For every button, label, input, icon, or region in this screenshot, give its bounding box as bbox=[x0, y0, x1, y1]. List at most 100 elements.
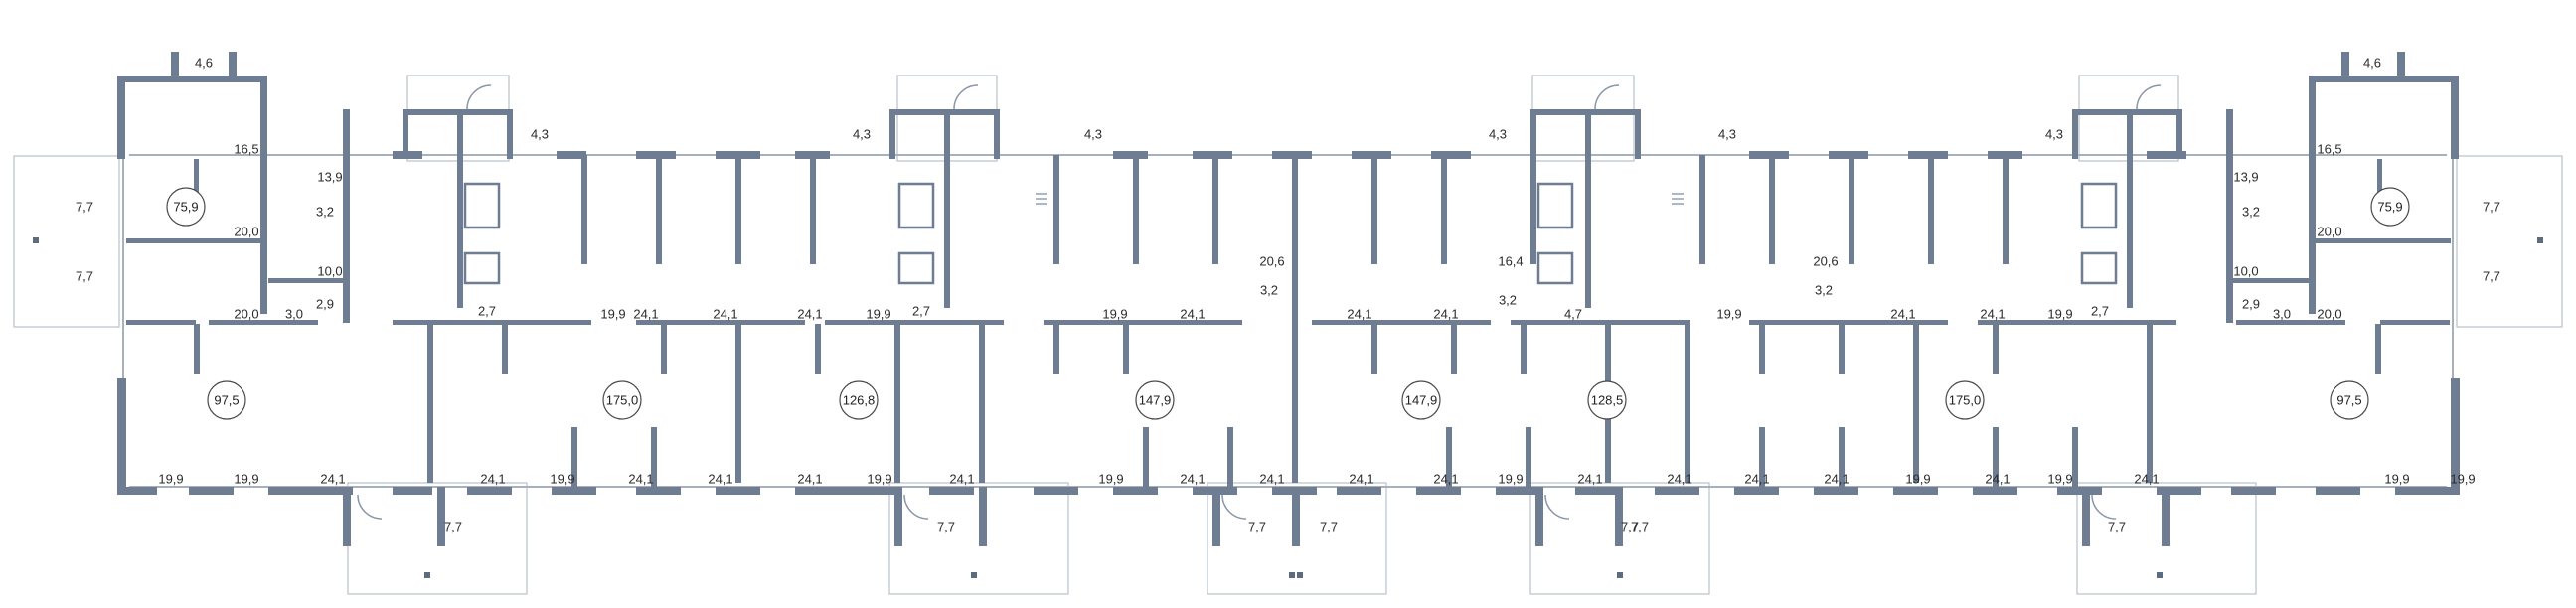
room-area-value: 126,8 bbox=[843, 393, 876, 408]
area-label: 3,0 bbox=[2273, 307, 2291, 322]
area-label: 7,7 bbox=[76, 269, 93, 284]
area-label: 4,3 bbox=[531, 127, 549, 142]
area-label: 7,7 bbox=[1320, 520, 1338, 534]
area-label: 20,0 bbox=[2317, 307, 2341, 322]
room-area-circle bbox=[1135, 380, 1175, 420]
area-label: 19,9 bbox=[2450, 472, 2475, 487]
area-label: 24,1 bbox=[1824, 472, 1849, 487]
area-label: 24,1 bbox=[1180, 307, 1205, 322]
area-label: 2,9 bbox=[2242, 297, 2260, 312]
area-label: 2,7 bbox=[2091, 304, 2109, 319]
area-label: 3,2 bbox=[2242, 205, 2260, 220]
room-area-value: 175,0 bbox=[606, 393, 639, 408]
walls bbox=[117, 52, 2460, 546]
area-label: 10,0 bbox=[2233, 264, 2258, 279]
shafts bbox=[463, 182, 2118, 285]
area-label: 19,9 bbox=[867, 472, 891, 487]
area-label: 4,3 bbox=[2045, 127, 2063, 142]
area-label: 24,1 bbox=[949, 472, 974, 487]
area-label: 7,7 bbox=[1621, 520, 1639, 534]
area-label: 24,1 bbox=[628, 472, 653, 487]
room-area-value: 97,5 bbox=[2336, 393, 2361, 408]
room-area-marker: 75,9 bbox=[166, 187, 206, 227]
area-label: 24,1 bbox=[797, 307, 822, 322]
room-area-value: 75,9 bbox=[173, 200, 198, 215]
room-area-marker: 147,9 bbox=[1135, 380, 1175, 420]
room-area-marker: 175,0 bbox=[1945, 380, 1985, 420]
area-label: 3,2 bbox=[316, 205, 334, 220]
area-label: 24,1 bbox=[1985, 472, 2010, 487]
area-label: 24,1 bbox=[1433, 472, 1458, 487]
area-label: 24,1 bbox=[1433, 307, 1458, 322]
area-label: 3,2 bbox=[1815, 283, 1833, 298]
area-label: 19,9 bbox=[866, 307, 890, 322]
area-label: 24,1 bbox=[1347, 307, 1371, 322]
area-label: 4,3 bbox=[1084, 127, 1102, 142]
area-label: 19,9 bbox=[2384, 472, 2409, 487]
area-label: 19,9 bbox=[2047, 472, 2072, 487]
window-lines bbox=[122, 89, 2454, 488]
area-label: 7,7 bbox=[2483, 200, 2500, 215]
room-area-marker: 128,5 bbox=[1587, 380, 1627, 420]
room-area-circle bbox=[839, 380, 879, 420]
room-area-value: 147,9 bbox=[1405, 393, 1438, 408]
area-label: 4,3 bbox=[853, 127, 871, 142]
area-label: 3,2 bbox=[1499, 293, 1517, 308]
area-label: 20,0 bbox=[234, 225, 258, 239]
area-label: 20,6 bbox=[1259, 254, 1284, 269]
room-area-value: 175,0 bbox=[1949, 393, 1982, 408]
area-label: 16,4 bbox=[1498, 254, 1523, 269]
room-area-circle bbox=[1587, 380, 1627, 420]
room-area-circles: 75,9 97,5 175,0 126,8 147,9 147,9 128,5 175,0 97… bbox=[166, 187, 2410, 420]
area-label: 24,1 bbox=[320, 472, 345, 487]
room-area-marker: 75,9 bbox=[2370, 187, 2410, 227]
area-label: 2,9 bbox=[316, 297, 334, 312]
area-label: 19,9 bbox=[1102, 307, 1127, 322]
area-label: 24,1 bbox=[1259, 472, 1284, 487]
area-label: 7,7 bbox=[76, 200, 93, 215]
area-label: 4,3 bbox=[1718, 127, 1736, 142]
area-label: 19,9 bbox=[2047, 307, 2072, 322]
area-label: 20,0 bbox=[2317, 225, 2341, 239]
area-label: 7,7 bbox=[2108, 520, 2126, 534]
room-area-value: 75,9 bbox=[2377, 200, 2402, 215]
room-area-marker: 126,8 bbox=[839, 380, 879, 420]
area-label: 19,9 bbox=[1716, 307, 1741, 322]
area-label: 19,9 bbox=[1098, 472, 1123, 487]
stair-marks bbox=[1036, 193, 1684, 205]
area-label: 19,9 bbox=[158, 472, 183, 487]
entry-markers bbox=[33, 237, 2543, 578]
room-area-value: 128,5 bbox=[1591, 393, 1624, 408]
door-swings bbox=[357, 84, 2162, 520]
area-label: 24,1 bbox=[1890, 307, 1915, 322]
area-label: 16,5 bbox=[2317, 142, 2341, 157]
room-area-circle bbox=[1945, 380, 1985, 420]
area-label: 24,1 bbox=[2134, 472, 2159, 487]
area-label: 19,9 bbox=[1905, 472, 1930, 487]
area-label: 7,7 bbox=[937, 520, 955, 534]
area-label: 19,9 bbox=[600, 307, 625, 322]
room-area-circle bbox=[2330, 380, 2369, 420]
room-area-marker: 97,5 bbox=[2330, 380, 2369, 420]
area-label: 24,1 bbox=[1180, 472, 1205, 487]
area-label: 13,9 bbox=[317, 170, 342, 185]
area-label: 19,9 bbox=[550, 472, 574, 487]
room-area-marker: 147,9 bbox=[1401, 380, 1441, 420]
area-label: 24,1 bbox=[797, 472, 822, 487]
room-area-circle bbox=[166, 187, 206, 227]
area-label: 16,5 bbox=[234, 142, 258, 157]
room-area-marker: 97,5 bbox=[207, 380, 246, 420]
area-label: 24,1 bbox=[1577, 472, 1602, 487]
room-area-circle bbox=[1401, 380, 1441, 420]
area-label: 24,1 bbox=[713, 307, 737, 322]
area-label: 20,6 bbox=[1813, 254, 1838, 269]
area-label: 4,6 bbox=[2363, 56, 2381, 71]
area-label: 24,1 bbox=[708, 472, 732, 487]
area-label: 4,3 bbox=[1489, 127, 1507, 142]
room-area-value: 147,9 bbox=[1139, 393, 1172, 408]
area-label: 24,1 bbox=[1980, 307, 2005, 322]
area-label: 24,1 bbox=[1667, 472, 1691, 487]
area-label: 2,7 bbox=[912, 304, 930, 319]
room-area-circle bbox=[2370, 187, 2410, 227]
